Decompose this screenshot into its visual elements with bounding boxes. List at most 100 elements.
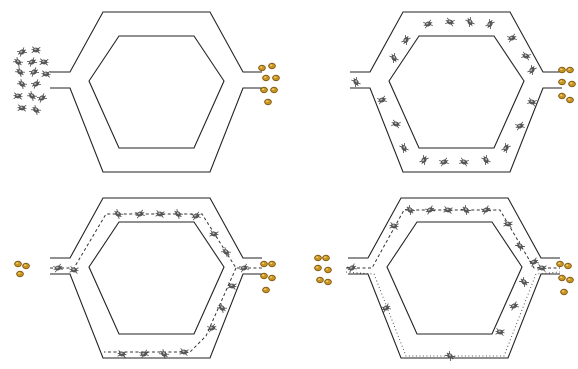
- food-pellet-icon: [265, 99, 272, 105]
- pheromone-trail-long: [346, 272, 560, 356]
- outer-boundary-upper: [50, 12, 262, 72]
- ant-icon: [445, 351, 456, 362]
- ant-icon: [117, 350, 127, 357]
- ant-icon: [419, 155, 429, 166]
- outer-boundary-upper: [348, 198, 560, 258]
- ant-icon: [39, 59, 48, 66]
- food-pellet-icon: [269, 63, 276, 69]
- inner-hexagon: [389, 36, 524, 148]
- bridge-panel-b: [350, 12, 562, 172]
- food-pellet-icon: [325, 267, 332, 273]
- food-pellet-icon: [273, 75, 280, 81]
- food-pellet-icon: [23, 263, 30, 269]
- food-pellet-icon: [569, 81, 576, 87]
- ant-icon: [377, 96, 388, 105]
- food-pellet-icon: [269, 275, 276, 281]
- ant-icon: [465, 17, 475, 28]
- outer-boundary-upper: [350, 12, 562, 72]
- ant-icon: [27, 91, 38, 101]
- ant-icon: [217, 303, 228, 313]
- ant-icon: [485, 19, 495, 30]
- ant-icon: [209, 230, 219, 237]
- ant-icon: [139, 350, 150, 359]
- ant-icon: [401, 35, 411, 46]
- food-pellet-icon: [559, 93, 566, 99]
- pheromone-trail-lower-partial: [104, 268, 236, 352]
- food-pellet-icon: [263, 75, 270, 81]
- ant-icon: [31, 47, 40, 54]
- food-pellet-icon: [567, 277, 574, 283]
- ant-icon: [439, 158, 450, 167]
- bridge-panel-c: [50, 198, 262, 358]
- ant-icon: [113, 209, 124, 219]
- bridge-panel-d: [348, 198, 560, 358]
- ant-icon: [41, 71, 50, 78]
- food-pellet-icon: [261, 87, 268, 93]
- ant-icon: [527, 98, 538, 107]
- ant-icon: [495, 328, 505, 335]
- ant-icon: [221, 247, 232, 257]
- food-pellet-icon: [567, 67, 574, 73]
- ant-icon: [31, 79, 42, 89]
- ant-icon: [17, 47, 28, 57]
- food-pellet-icon: [317, 277, 324, 283]
- food-pellet-icon: [259, 65, 266, 71]
- inner-hexagon: [387, 222, 522, 334]
- food-pellet-icon: [565, 263, 572, 269]
- food-pellet-icon: [559, 67, 566, 73]
- food-pellet-icon: [325, 279, 332, 285]
- food-pellet-icon: [559, 79, 566, 85]
- ant-icon: [445, 18, 456, 27]
- ant-icon: [37, 93, 48, 103]
- ant-icon: [521, 52, 532, 61]
- ant-icon: [507, 34, 518, 43]
- ant-icon: [389, 222, 399, 229]
- ant-icon: [399, 143, 409, 154]
- food-pellet-icon: [271, 87, 278, 93]
- ant-icon: [423, 20, 434, 29]
- outer-boundary-upper: [50, 198, 262, 258]
- ant-icon: [389, 53, 399, 64]
- food-pellet-icon: [567, 97, 574, 103]
- food-pellet-icon: [261, 261, 268, 267]
- ant-icon: [13, 93, 22, 100]
- ant-icon: [519, 277, 530, 288]
- ant-icon: [17, 79, 28, 89]
- ant-icon: [527, 65, 537, 76]
- ant-icon: [459, 158, 470, 167]
- ant-icon: [351, 77, 361, 88]
- food-pellet-icon: [263, 287, 270, 293]
- food-pellet-icon: [269, 261, 276, 267]
- food-pellet-icon: [557, 261, 564, 267]
- ant-icon: [481, 155, 491, 166]
- bridge-panel-a: [50, 12, 262, 172]
- outer-boundary-lower: [50, 88, 262, 172]
- ant-icon: [515, 122, 526, 131]
- ant-icon: [391, 120, 402, 129]
- ant-icon: [13, 57, 24, 67]
- ant-icon: [515, 241, 526, 252]
- food-pellet-icon: [315, 265, 322, 271]
- food-pellet-icon: [17, 271, 24, 277]
- food-pellet-icon: [561, 289, 568, 295]
- ant-icon: [15, 67, 26, 77]
- ant-icon: [191, 212, 202, 221]
- ant-icon: [29, 67, 40, 77]
- ant-icon: [17, 105, 26, 112]
- ant-icon: [501, 143, 511, 154]
- food-pellet-icon: [315, 255, 322, 261]
- food-pellet-icon: [559, 275, 566, 281]
- ant-icon: [31, 105, 42, 115]
- ant-icon: [173, 209, 184, 219]
- ant-icon: [509, 301, 520, 310]
- food-pellet-icon: [323, 255, 330, 261]
- ant-icon: [239, 264, 250, 273]
- inner-hexagon: [89, 222, 224, 334]
- ant-icon: [27, 57, 38, 67]
- ant-icon: [503, 220, 513, 227]
- food-pellet-icon: [15, 261, 22, 267]
- food-pellet-icon: [261, 273, 268, 279]
- outer-boundary-lower: [348, 274, 560, 358]
- inner-hexagon: [89, 36, 224, 148]
